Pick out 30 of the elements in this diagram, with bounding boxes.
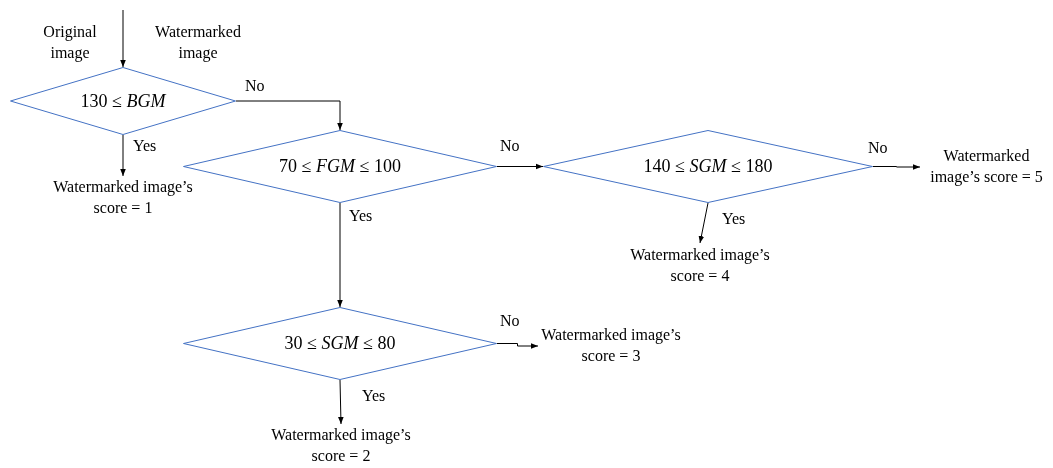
condition-text: 140 ≤ SGM ≤ 180 bbox=[643, 155, 773, 178]
condition-text: 30 ≤ SGM ≤ 80 bbox=[284, 332, 396, 355]
edge-label: Yes bbox=[133, 138, 157, 154]
score-text: Watermarked image’s score = 3 bbox=[540, 325, 682, 366]
arrow bbox=[338, 379, 344, 425]
arrow bbox=[698, 202, 709, 244]
score-text: Watermarked image’s score = 2 bbox=[270, 425, 412, 466]
decision-diamond bbox=[10, 67, 236, 135]
condition-text: 130 ≤ BGM bbox=[80, 89, 166, 113]
edge-label: Yes bbox=[362, 388, 386, 404]
decision-diamond bbox=[183, 307, 497, 380]
input-label: Watermarked image bbox=[154, 22, 242, 64]
arrow bbox=[872, 164, 921, 170]
arrow bbox=[496, 163, 544, 170]
arrow bbox=[496, 343, 539, 349]
edge-label: Yes bbox=[349, 208, 373, 224]
score-text: Watermarked image’s score = 4 bbox=[629, 245, 771, 286]
edge-label: No bbox=[868, 140, 888, 156]
arrow bbox=[235, 100, 343, 131]
edge-label: No bbox=[500, 313, 520, 329]
arrow bbox=[120, 134, 126, 177]
input-label: Original image bbox=[42, 22, 98, 64]
edge-label: No bbox=[500, 138, 520, 154]
arrow bbox=[337, 202, 343, 308]
score-text: Watermarked image’s score = 1 bbox=[52, 177, 194, 218]
edge-label: No bbox=[245, 78, 265, 94]
score-text: Watermarked image’s score = 5 bbox=[929, 146, 1044, 188]
condition-text: 70 ≤ FGM ≤ 100 bbox=[279, 155, 401, 178]
edge-label: Yes bbox=[722, 211, 746, 227]
arrow bbox=[120, 9, 126, 68]
